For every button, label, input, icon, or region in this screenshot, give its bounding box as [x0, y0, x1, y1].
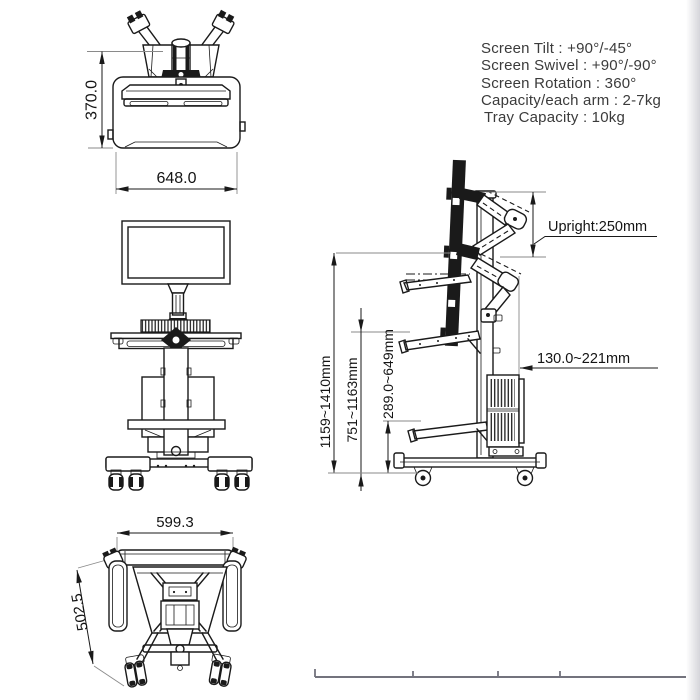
top-view-tray: [121, 84, 231, 107]
side-view-arm-reach-dimension: 130.0~221mm: [520, 351, 658, 371]
spec-screen-rotation: Screen Rotation : 360°: [481, 74, 637, 92]
top-view: 370.0 648.0: [84, 9, 246, 194]
bottom-view-front-casters: [102, 546, 247, 569]
front-view: [105, 220, 253, 491]
top-view-depth-label: 370.0: [84, 80, 101, 120]
spec-tray-capacity: Tray Capacity : 10kg: [484, 109, 625, 127]
front-view-monitor: [121, 220, 231, 285]
side-view-upright-dimension: Upright:250mm: [486, 191, 657, 258]
top-view-width-label: 648.0: [156, 170, 196, 187]
top-view-depth-dimension: 370.0: [84, 51, 163, 149]
front-view-casters: [108, 469, 250, 491]
cropped-ruler-line: [314, 669, 700, 678]
side-view-base: [393, 452, 547, 469]
bottom-view: 599.3 502.5: [68, 514, 247, 688]
caster-wheel: [108, 469, 124, 491]
bottom-view-rear-casters: [124, 653, 232, 688]
side-view-lower-arm: [456, 243, 522, 354]
spec-screen-swivel: Screen Swivel : +90°/-90°: [481, 57, 657, 75]
bottom-depth-label: 502.5: [68, 592, 91, 632]
shelf-height-label: 289.0~649mm: [380, 329, 396, 419]
top-view-width-dimension: 648.0: [115, 152, 238, 194]
spec-text-block: Screen Tilt : +90°/-45° Screen Swivel : …: [481, 40, 661, 126]
caster-wheel: [234, 469, 250, 491]
tray-height-label: 751~1163mm: [344, 358, 360, 443]
side-view-upper-arm: [459, 188, 530, 256]
bottom-view-side-panels: [108, 560, 242, 632]
bottom-view-legs: [136, 632, 224, 662]
bottom-view-plate: [132, 566, 228, 634]
front-view-shelf: [127, 419, 226, 430]
page-edge-shade: [686, 0, 700, 700]
front-view-column-foot: [156, 445, 196, 459]
front-view-column: [160, 347, 192, 456]
side-view-cpu-box: [486, 374, 525, 457]
side-view: 1159~1410mm 751~1163mm 289.0~649mm: [317, 159, 658, 491]
caster-wheel: [214, 469, 230, 491]
bottom-view-center-bracket: [142, 628, 218, 671]
bottom-view-tray-bar: [116, 549, 234, 566]
caster-wheel: [128, 469, 144, 491]
upright-label: Upright:250mm: [548, 219, 647, 235]
overall-height-label: 1159~1410mm: [317, 356, 333, 449]
side-view-keyboard-tray: [399, 273, 473, 294]
top-view-left-arm-caster: [126, 10, 162, 47]
bottom-width-label: 599.3: [156, 514, 194, 531]
side-view-tray-height-dimension: 751~1163mm: [344, 308, 410, 491]
bottom-view-depth-dimension: 502.5: [68, 558, 125, 687]
top-view-right-arm-caster: [200, 9, 235, 47]
front-view-base: [105, 456, 253, 472]
side-view-overall-height-dimension: 1159~1410mm: [317, 252, 451, 473]
spec-arm-capacity: Capacity/each arm : 2-7kg: [481, 91, 662, 109]
side-view-shelf-height-dimension: 289.0~649mm: [380, 329, 421, 473]
spec-screen-tilt: Screen Tilt : +90°/-45°: [481, 40, 633, 57]
arm-reach-label: 130.0~221mm: [537, 351, 630, 367]
side-view-middle-shelf: [398, 330, 481, 354]
side-view-casters: [413, 466, 535, 487]
